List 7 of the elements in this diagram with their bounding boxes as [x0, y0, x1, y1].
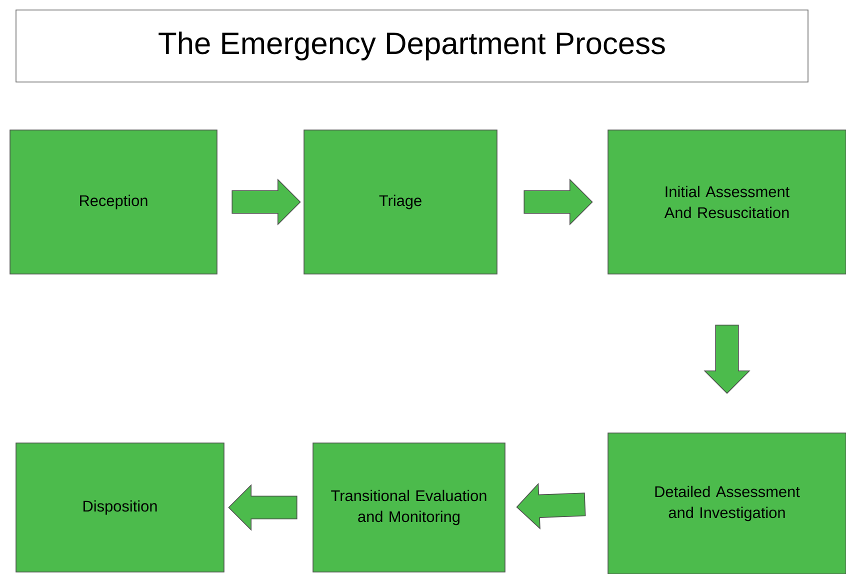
- process-box: Triage: [304, 130, 498, 274]
- process-box: Detailed Assessment and Investigation: [608, 432, 846, 574]
- process-box: Transitional Evaluation and Monitoring: [312, 442, 506, 572]
- title-box: The Emergency Department Process: [16, 10, 808, 82]
- process-box: Disposition: [16, 442, 224, 572]
- process-box: Reception: [10, 130, 218, 274]
- process-box: Initial Assessment And Resuscitation: [608, 130, 846, 274]
